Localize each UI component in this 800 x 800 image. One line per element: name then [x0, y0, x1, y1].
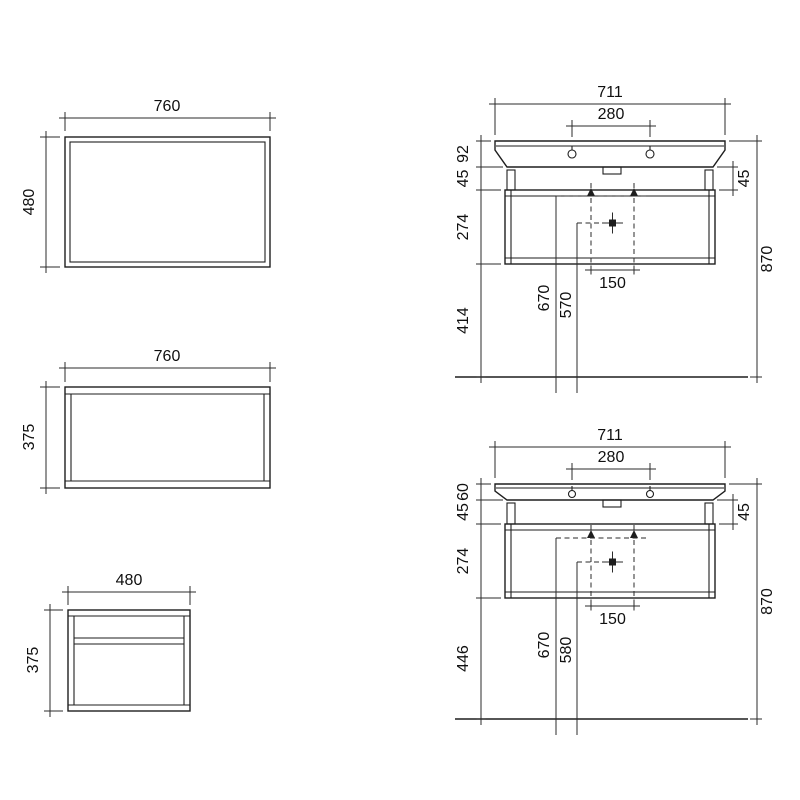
- dim-left-stack-a: 92 45 274 414: [455, 135, 503, 383]
- mirror-outline: [64, 136, 271, 268]
- water-supply-symbols-b: [587, 525, 638, 538]
- dim-label-connection-spacing-a: 150: [599, 275, 626, 292]
- dim-side-bracket-a: 45: [717, 161, 753, 196]
- connection-lines-a: [555, 195, 648, 393]
- dim-total-height-a: 870: [729, 135, 776, 383]
- dim-label-floor-clearance-b: 446: [455, 645, 472, 672]
- dim-supply-height-a: 670: [536, 285, 553, 312]
- dim-tap-spacing-b: 280: [566, 449, 656, 480]
- dim-label-cabinet-side-height: 375: [25, 647, 42, 674]
- dim-connection-spacing-a: 150: [585, 265, 640, 292]
- dim-label-basin-height-a: 92: [455, 145, 472, 163]
- dim-label-drain-height-b: 580: [558, 637, 575, 664]
- dim-drain-height-a: 570: [558, 292, 575, 319]
- dim-cabinet-front-height: 375: [21, 381, 60, 494]
- dim-cabinet-front-width: 760: [59, 348, 276, 382]
- dim-label-cabinet-height-a: 274: [455, 214, 472, 241]
- cabinet-outline-a: [504, 189, 716, 265]
- dim-label-supply-height-b: 670: [536, 632, 553, 659]
- mirror-front-view: 760 480: [21, 98, 276, 273]
- dim-cabinet-side-depth: 480: [62, 572, 196, 605]
- basin-outline-a: [494, 140, 726, 175]
- dim-side-bracket-b: 45: [717, 494, 753, 530]
- cabinet-side-outline: [67, 609, 191, 712]
- dim-label-side-bracket-b: 45: [736, 503, 753, 521]
- dim-supply-height-b: 670: [536, 632, 553, 659]
- dim-label-overall-width-b: 711: [597, 427, 623, 444]
- dim-label-total-height-b: 870: [759, 588, 776, 615]
- dim-connection-spacing-b: 150: [585, 601, 640, 628]
- dim-mirror-width: 760: [59, 98, 276, 131]
- dim-overall-width-a: 711: [489, 84, 731, 135]
- washbasin-section-b: 670 580 150 711 280: [455, 427, 776, 735]
- water-supply-symbols-a: [587, 183, 638, 196]
- dim-label-supply-height-a: 670: [536, 285, 553, 312]
- wall-brackets-b: [506, 502, 714, 525]
- dim-total-height-b: 870: [729, 478, 776, 725]
- tap-holes-b: [567, 486, 655, 499]
- cabinet-front-outline: [64, 386, 271, 489]
- dim-label-cabinet-front-height: 375: [21, 424, 38, 451]
- cabinet-front-view: 760 375: [21, 348, 276, 494]
- dim-label-tap-spacing-b: 280: [598, 449, 625, 466]
- dim-label-tap-spacing-a: 280: [598, 106, 625, 123]
- wall-brackets-a: [506, 169, 714, 191]
- dim-label-floor-clearance-a: 414: [455, 307, 472, 334]
- dim-left-stack-b: 60 45 274 446: [455, 478, 503, 725]
- cabinet-side-view: 480 375: [25, 572, 196, 717]
- dim-cabinet-side-height: 375: [25, 604, 63, 717]
- dim-label-basin-height-b: 60: [455, 483, 472, 501]
- tap-holes-a: [567, 146, 655, 159]
- dim-label-overall-width-a: 711: [597, 84, 623, 101]
- dim-label-total-height-a: 870: [759, 246, 776, 273]
- dim-label-drain-height-a: 570: [558, 292, 575, 319]
- dim-label-mirror-height: 480: [21, 189, 38, 216]
- basin-outline-b: [494, 483, 726, 508]
- washbasin-section-a: 670 570 150 711 280: [455, 84, 776, 393]
- dim-label-connection-spacing-b: 150: [599, 611, 626, 628]
- cabinet-outline-b: [504, 523, 716, 599]
- dim-label-mirror-width: 760: [154, 98, 181, 115]
- dim-label-cabinet-side-depth: 480: [116, 572, 143, 589]
- dim-drain-height-b: 580: [558, 637, 575, 664]
- dim-label-mount-gap-b: 45: [455, 503, 472, 521]
- dim-label-cabinet-height-b: 274: [455, 548, 472, 575]
- dim-label-side-bracket-a: 45: [736, 170, 753, 188]
- dim-label-cabinet-front-width: 760: [154, 348, 181, 365]
- dim-label-mount-gap-a: 45: [455, 170, 472, 188]
- dim-overall-width-b: 711: [489, 427, 731, 478]
- connection-lines-b: [555, 537, 648, 735]
- dim-tap-spacing-a: 280: [566, 106, 656, 137]
- dim-mirror-height: 480: [21, 131, 60, 273]
